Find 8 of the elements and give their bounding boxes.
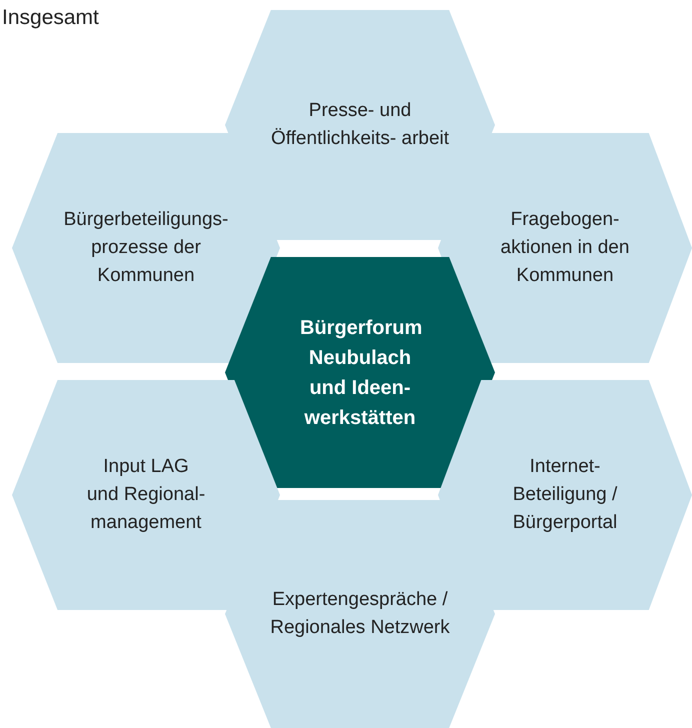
hexagon-label: Internet- Beteiligung / Bürgerportal [512, 455, 618, 535]
heading-text: Insgesamt [2, 6, 99, 30]
hexagon-label: Bürgerbeteiligungs- prozesse der Kommunen [62, 208, 230, 288]
hexagon-label: Bürgerforum Neubulach und Ideen- werkstätten [300, 316, 420, 430]
hexagon-label: Input LAG und Regional- management [86, 455, 206, 535]
hexagon-label: Fragebogen- aktionen in den Kommunen [500, 208, 630, 288]
hexagon-label: Expertengespräche / Regionales Netzwerk [269, 588, 451, 640]
hexagon-label: Presse- und Öffentlichkeits- arbeit [270, 99, 450, 151]
